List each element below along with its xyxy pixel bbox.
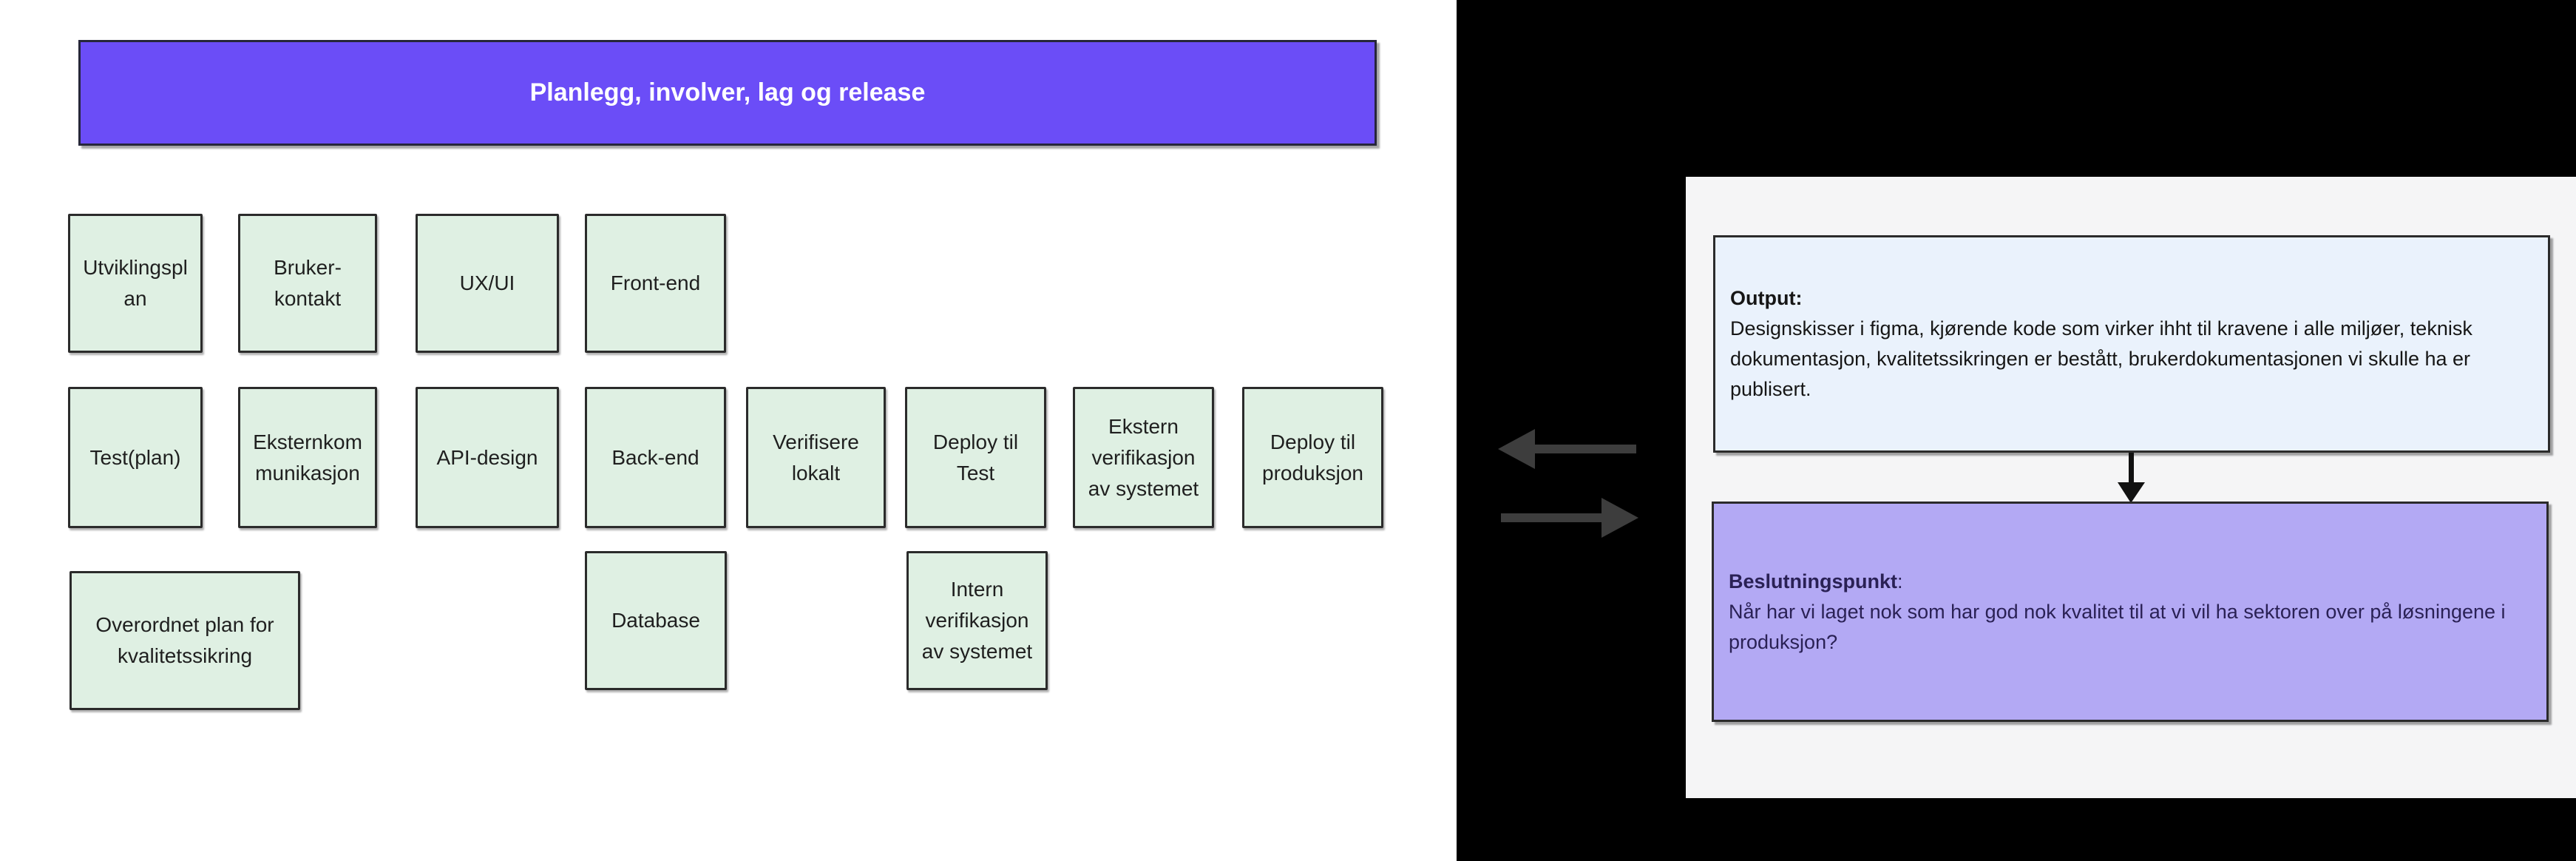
node-front-end[interactable]: Front-end: [585, 214, 726, 353]
info-panel: Output: Designskisser i figma, kjørende …: [1686, 177, 2576, 798]
decision-box[interactable]: Beslutningspunkt: Når har vi laget nok s…: [1712, 502, 2549, 722]
node-label: Test(plan): [89, 445, 181, 469]
phase-header-node[interactable]: Planlegg, involver, lag og release: [78, 40, 1377, 146]
node-label: Intern verifikasjon av systemet: [921, 578, 1033, 663]
node-api-design[interactable]: API-design: [416, 387, 559, 528]
node-bruker-kontakt[interactable]: Bruker- kontakt: [238, 214, 377, 353]
arrow-right-icon: [1501, 498, 1638, 538]
node-label: Overordnet plan for kvalitetssikring: [95, 613, 274, 667]
node-back-end[interactable]: Back-end: [585, 387, 726, 528]
output-box[interactable]: Output: Designskisser i figma, kjørende …: [1713, 235, 2550, 453]
node-intern-verifikasjon[interactable]: Intern verifikasjon av systemet: [906, 551, 1048, 690]
arrow-left-icon: [1498, 429, 1636, 469]
output-body: Designskisser i figma, kjørende kode som…: [1730, 317, 2472, 400]
node-label: Verifisere lokalt: [773, 430, 859, 484]
node-database[interactable]: Database: [585, 551, 727, 690]
node-label: Front-end: [610, 271, 701, 294]
node-deploy-til-test[interactable]: Deploy til Test: [905, 387, 1046, 528]
node-ekstern-verifikasjon[interactable]: Ekstern verifikasjon av systemet: [1073, 387, 1214, 528]
node-label: Deploy til Test: [932, 430, 1019, 484]
node-label: UX/UI: [459, 271, 515, 294]
node-eksternkommunikasjon[interactable]: Eksternkom munikasjon: [238, 387, 377, 528]
node-label: Bruker- kontakt: [274, 256, 342, 310]
phase-header-label: Planlegg, involver, lag og release: [529, 78, 926, 107]
node-label: Database: [611, 609, 700, 632]
node-label: Deploy til produksjon: [1262, 430, 1363, 484]
node-ux-ui[interactable]: UX/UI: [416, 214, 559, 353]
decision-title-colon: :: [1897, 570, 1903, 592]
node-overordnet-plan[interactable]: Overordnet plan for kvalitetssikring: [70, 571, 300, 710]
node-label: Ekstern verifikasjon av systemet: [1088, 414, 1199, 500]
arrow-down-icon: [2118, 453, 2145, 503]
node-test-plan[interactable]: Test(plan): [68, 387, 203, 528]
node-deploy-til-produksjon[interactable]: Deploy til produksjon: [1242, 387, 1383, 528]
output-title: Output:: [1730, 287, 1803, 309]
node-label: Eksternkom munikasjon: [253, 430, 362, 484]
decision-title: Beslutningspunkt:: [1729, 567, 2532, 597]
node-label: Back-end: [611, 445, 699, 469]
node-verifisere-lokalt[interactable]: Verifisere lokalt: [746, 387, 886, 528]
node-label: Utviklingspl an: [83, 256, 188, 310]
decision-title-text: Beslutningspunkt: [1729, 570, 1897, 592]
node-label: API-design: [436, 445, 538, 469]
node-utviklingsplan[interactable]: Utviklingspl an: [68, 214, 203, 353]
decision-body: Når har vi laget nok som har god nok kva…: [1729, 600, 2506, 653]
